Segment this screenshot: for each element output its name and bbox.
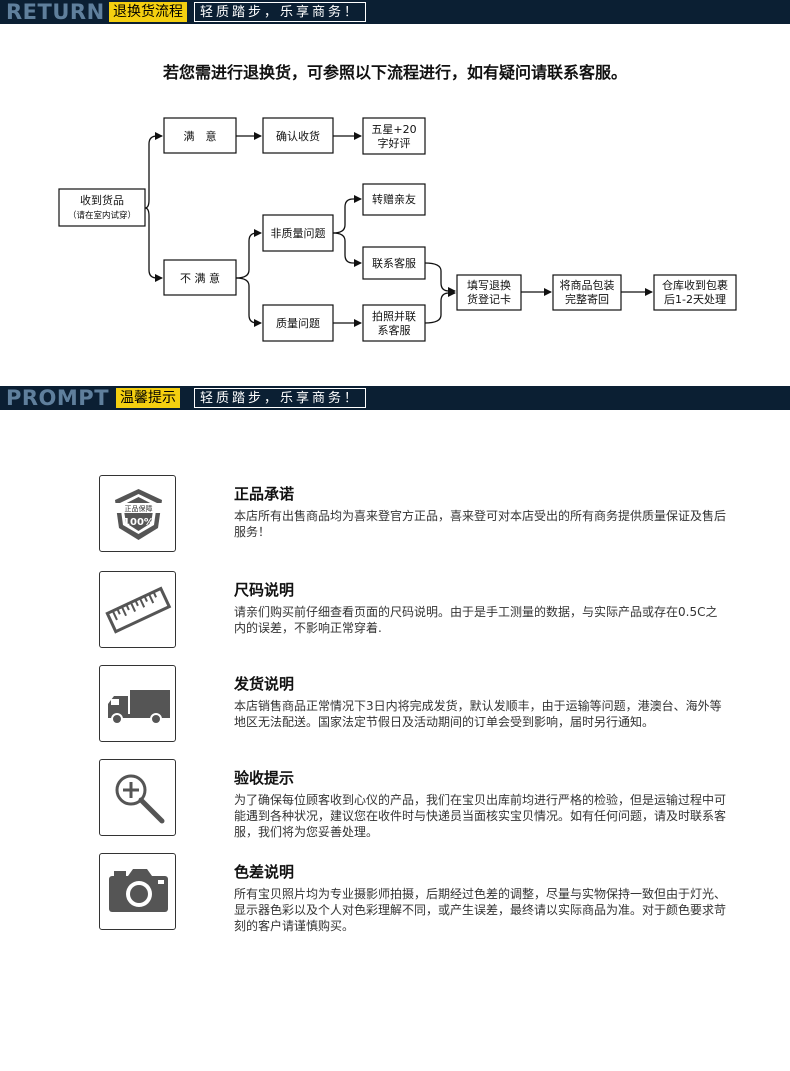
node-satisfied: 满 意 xyxy=(163,117,237,154)
tip-body: 本店销售商品正常情况下3日内将完成发货，默认发顺丰，由于运输等问题，港澳台、海外… xyxy=(234,699,722,729)
node-unsatisfied-label: 不 满 意 xyxy=(180,271,220,285)
node-gift-friends: 转赠亲友 xyxy=(362,183,426,216)
node-quality-issue: 质量问题 xyxy=(262,304,334,342)
tip-body: 请亲们购买前仔细查看页面的尺码说明。由于是手工测量的数据，与实际产品或存在0.5… xyxy=(234,605,718,635)
node-five-star-review: 五星+20 字好评 xyxy=(362,117,426,155)
node-receive-label: 收到货品 xyxy=(80,193,124,207)
tip-title: 正品承诺 xyxy=(234,485,295,503)
node-five-star-line1: 五星+20 xyxy=(371,123,416,136)
edge-unsatisfied-quality xyxy=(235,277,262,327)
node-pack-return: 将商品包装 完整寄回 xyxy=(552,274,622,311)
tip-size-guide: 尺码说明 请亲们购买前仔细查看页面的尺码说明。由于是手工测量的数据，与实际产品或… xyxy=(99,571,739,649)
flow-edges xyxy=(144,132,653,327)
banner-chinese-title: 退换货流程 xyxy=(109,2,187,22)
tip-title: 尺码说明 xyxy=(234,581,295,599)
node-pack-line2: 完整寄回 xyxy=(565,292,609,306)
truck-icon xyxy=(99,665,176,742)
node-warehouse-process: 仓库收到包裹 后1-2天处理 xyxy=(653,274,737,311)
node-unsatisfied: 不 满 意 xyxy=(163,259,237,296)
tip-body: 本店所有出售商品均为喜来登官方正品，喜来登可对本店受出的所有商务提供质量保证及售… xyxy=(234,509,727,539)
node-non-quality-label: 非质量问题 xyxy=(271,227,326,240)
tip-title: 发货说明 xyxy=(234,675,295,693)
node-five-star-line2: 字好评 xyxy=(378,136,411,150)
node-non-quality-issue: 非质量问题 xyxy=(262,214,334,252)
ruler-icon xyxy=(99,571,176,648)
tip-body: 所有宝贝照片均为专业摄影师拍摄，后期经过色差的调整，尽量与实物保持一致但由于灯光… xyxy=(234,887,727,933)
magnifier-plus-icon xyxy=(99,759,176,836)
edge-unsatisfied-nonquality xyxy=(235,229,262,279)
edge-nonquality-gift xyxy=(332,195,362,234)
node-photo-line1: 拍照并联 xyxy=(372,309,416,323)
node-fill-card-line1: 填写退换 xyxy=(467,278,511,292)
banner-english-title: PROMPT xyxy=(6,386,110,410)
banner-slogan: 轻质踏步，乐享商务！ xyxy=(194,388,367,408)
return-banner: RETURN 退换货流程 轻质踏步，乐享商务！ xyxy=(0,0,790,24)
node-confirm-label: 确认收货 xyxy=(276,129,320,143)
guarantee-badge-icon: 正品保障 100% xyxy=(99,475,176,552)
badge-top-text: 正品保障 xyxy=(125,504,153,513)
tip-title: 验收提示 xyxy=(234,769,295,787)
edge-contact-fillcard xyxy=(424,262,456,295)
node-pack-line1: 将商品包装 xyxy=(560,278,615,292)
camera-icon xyxy=(99,853,176,930)
node-fill-card-line2: 货登记卡 xyxy=(467,292,511,306)
edge-photo-fillcard xyxy=(424,289,456,324)
banner-english-title: RETURN xyxy=(6,0,105,24)
tip-color-difference: 色差说明 所有宝贝照片均为专业摄影师拍摄，后期经过色差的调整，尽量与实物保持一致… xyxy=(99,853,739,933)
tip-authentic-promise: 正品保障 100% 正品承诺 本店所有出售商品均为喜来登官方正品，喜来登可对本店… xyxy=(99,475,739,553)
node-gift-label: 转赠亲友 xyxy=(372,192,416,206)
node-quality-label: 质量问题 xyxy=(276,317,320,330)
banner-chinese-title: 温馨提示 xyxy=(116,388,180,408)
edge-nonquality-contact xyxy=(332,232,362,267)
return-intro-text: 若您需进行退换货，可参照以下流程进行，如有疑问请联系客服。 xyxy=(162,63,627,82)
tip-body: 为了确保每位顾客收到心仪的产品，我们在宝贝出库前均进行严格的检验，但是运输过程中… xyxy=(234,793,727,839)
banner-slogan: 轻质踏步，乐享商务！ xyxy=(194,2,367,22)
return-flow-diagram: 收到货品 （请在室内试穿） 满 意 确认收货 五星+20 字好评 不 满 意 非… xyxy=(58,117,737,342)
edge-receive-satisfied xyxy=(144,132,163,209)
prompt-banner: PROMPT 温馨提示 轻质踏步，乐享商务！ xyxy=(0,386,790,410)
tip-title: 色差说明 xyxy=(234,863,295,881)
node-satisfied-label: 满 意 xyxy=(184,129,217,143)
node-photo-line2: 系客服 xyxy=(378,323,411,337)
node-fill-return-card: 填写退换 货登记卡 xyxy=(456,274,522,311)
tip-shipping: 发货说明 本店销售商品正常情况下3日内将完成发货，默认发顺丰，由于运输等问题，港… xyxy=(99,665,739,743)
badge-percent-text: 100% xyxy=(123,517,154,528)
node-warehouse-line2: 后1-2天处理 xyxy=(664,293,726,306)
tip-inspection: 验收提示 为了确保每位顾客收到心仪的产品，我们在宝贝出库前均进行严格的检验，但是… xyxy=(99,759,739,839)
node-contact-service: 联系客服 xyxy=(362,246,426,280)
edge-receive-unsatisfied xyxy=(144,207,163,282)
node-receive-goods: 收到货品 （请在室内试穿） xyxy=(58,188,146,227)
node-contact-label: 联系客服 xyxy=(372,256,416,270)
node-warehouse-line1: 仓库收到包裹 xyxy=(662,278,728,292)
node-receive-sublabel: （请在室内试穿） xyxy=(68,210,136,221)
node-photo-contact: 拍照并联 系客服 xyxy=(362,304,426,342)
node-confirm-receipt: 确认收货 xyxy=(262,117,334,154)
